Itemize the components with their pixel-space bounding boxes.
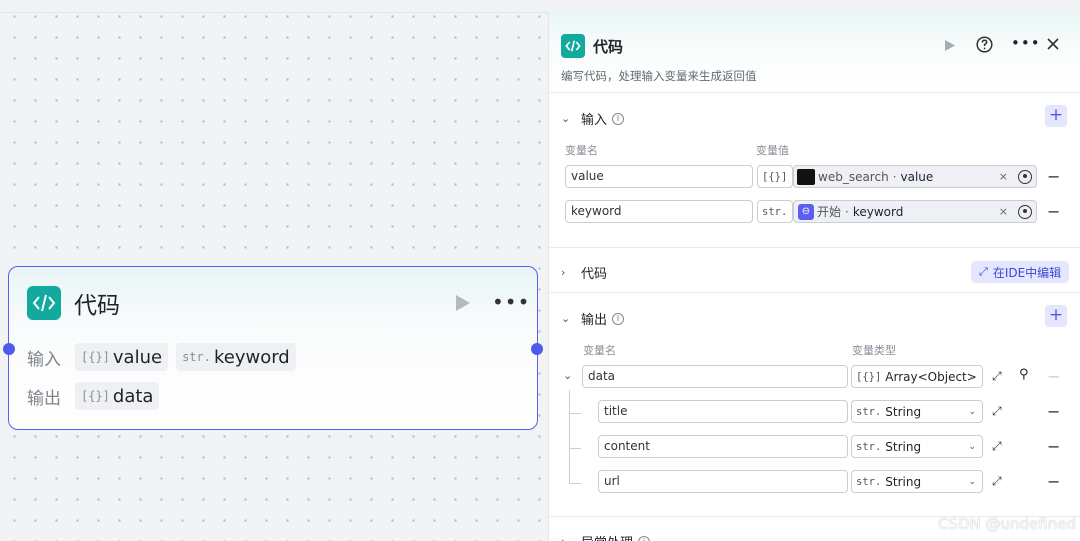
- close-icon[interactable]: [1046, 36, 1060, 55]
- help-icon[interactable]: [976, 36, 993, 57]
- more-icon[interactable]: •••: [1011, 34, 1041, 52]
- more-icon[interactable]: •••: [492, 290, 531, 314]
- target-icon[interactable]: [1018, 204, 1032, 219]
- section-title: 代码: [581, 267, 608, 282]
- col-var-value: 变量值: [756, 144, 789, 157]
- clear-icon[interactable]: ×: [998, 170, 1008, 183]
- input-ref-field[interactable]: web_search·value ×: [793, 165, 1037, 188]
- panel-description: 编写代码，处理输入变量来生成返回值: [561, 69, 757, 83]
- target-icon[interactable]: [1018, 169, 1032, 184]
- input-type-select[interactable]: [{}]⌄: [757, 165, 799, 188]
- input-chip: [{}]value: [75, 343, 169, 371]
- canvas-top-border: [0, 12, 548, 13]
- edit-in-ide-button[interactable]: ⤢在IDE中编辑: [971, 261, 1070, 283]
- input-section-header[interactable]: ⌄ 输入 i: [561, 109, 625, 128]
- section-title: 异常处理: [581, 532, 633, 541]
- remove-output-button[interactable]: −: [1047, 472, 1061, 491]
- code-section-header[interactable]: › 代码: [561, 263, 607, 282]
- add-output-button[interactable]: +: [1045, 305, 1067, 327]
- chevron-right-icon: ›: [561, 266, 566, 279]
- start-node-icon: ⊖: [798, 203, 814, 220]
- chevron-down-icon: ⌄: [561, 112, 571, 125]
- input-type-select[interactable]: str.⌄: [757, 200, 799, 223]
- code-node[interactable]: 代码 ••• 输入 [{}]value str.keyword 输出 [{}]d…: [8, 266, 538, 430]
- info-icon: i: [638, 535, 651, 541]
- output-type-select[interactable]: [{}]Array<Object>⌄: [851, 365, 983, 388]
- expand-icon: ⤢: [979, 265, 988, 278]
- output-name-field[interactable]: data: [582, 365, 848, 388]
- chevron-down-icon: ⌄: [561, 312, 571, 325]
- output-type-select[interactable]: str.String⌄: [851, 435, 983, 458]
- info-icon: i: [612, 112, 625, 125]
- output-chip: [{}]data: [75, 382, 160, 410]
- chevron-down-icon[interactable]: ⌄: [563, 369, 573, 382]
- input-chip: str.keyword: [176, 343, 296, 371]
- run-icon[interactable]: [455, 294, 471, 316]
- exception-section-header[interactable]: › 异常处理 i: [561, 532, 651, 541]
- section-title: 输入: [581, 113, 608, 128]
- remove-input-button[interactable]: −: [1047, 167, 1061, 186]
- col-var-name: 变量名: [583, 344, 616, 357]
- remove-output-button: −: [1047, 367, 1061, 386]
- output-name-field[interactable]: title: [598, 400, 848, 423]
- expand-icon[interactable]: ⤢: [992, 474, 1002, 488]
- panel-header: 代码 编写代码，处理输入变量来生成返回值 •••: [549, 12, 1080, 92]
- web-search-icon: [797, 168, 815, 185]
- col-var-type: 变量类型: [852, 344, 896, 357]
- tree-line: [569, 390, 570, 483]
- input-name-field[interactable]: value: [565, 165, 753, 188]
- node-config-panel: 代码 编写代码，处理输入变量来生成返回值 ••• ⌄ 输入 i + 变量名 变量…: [548, 12, 1080, 541]
- input-label: 输入: [27, 349, 61, 370]
- remove-input-button[interactable]: −: [1047, 202, 1061, 221]
- expand-icon[interactable]: ⤢: [992, 369, 1002, 383]
- section-title: 输出: [581, 313, 608, 328]
- add-input-button[interactable]: +: [1045, 105, 1067, 127]
- panel-title: 代码: [593, 38, 624, 56]
- input-ref-field[interactable]: ⊖ 开始·keyword ×: [793, 200, 1037, 223]
- remove-output-button[interactable]: −: [1047, 437, 1061, 456]
- output-type-select[interactable]: str.String⌄: [851, 400, 983, 423]
- expand-icon[interactable]: ⤢: [992, 439, 1002, 453]
- run-icon[interactable]: [944, 37, 956, 56]
- clear-icon[interactable]: ×: [998, 205, 1008, 218]
- input-port[interactable]: [3, 343, 15, 355]
- output-port[interactable]: [531, 343, 543, 355]
- output-name-field[interactable]: content: [598, 435, 848, 458]
- node-input-row: 输入 [{}]value str.keyword: [27, 343, 304, 371]
- code-icon: [561, 34, 585, 58]
- remove-output-button[interactable]: −: [1047, 402, 1061, 421]
- col-var-name: 变量名: [565, 144, 598, 157]
- add-child-icon[interactable]: ⚲: [1019, 367, 1029, 382]
- output-type-select[interactable]: str.String⌄: [851, 470, 983, 493]
- output-label: 输出: [27, 388, 61, 409]
- node-output-row: 输出 [{}]data: [27, 382, 167, 410]
- expand-icon[interactable]: ⤢: [992, 404, 1002, 418]
- input-name-field[interactable]: keyword: [565, 200, 753, 223]
- output-section-header[interactable]: ⌄ 输出 i: [561, 309, 625, 328]
- output-name-field[interactable]: url: [598, 470, 848, 493]
- code-icon: [27, 286, 61, 320]
- chevron-right-icon: ›: [561, 535, 575, 541]
- info-icon: i: [612, 312, 625, 325]
- node-title: 代码: [74, 293, 120, 319]
- watermark: CSDN @undefined: [937, 515, 1076, 533]
